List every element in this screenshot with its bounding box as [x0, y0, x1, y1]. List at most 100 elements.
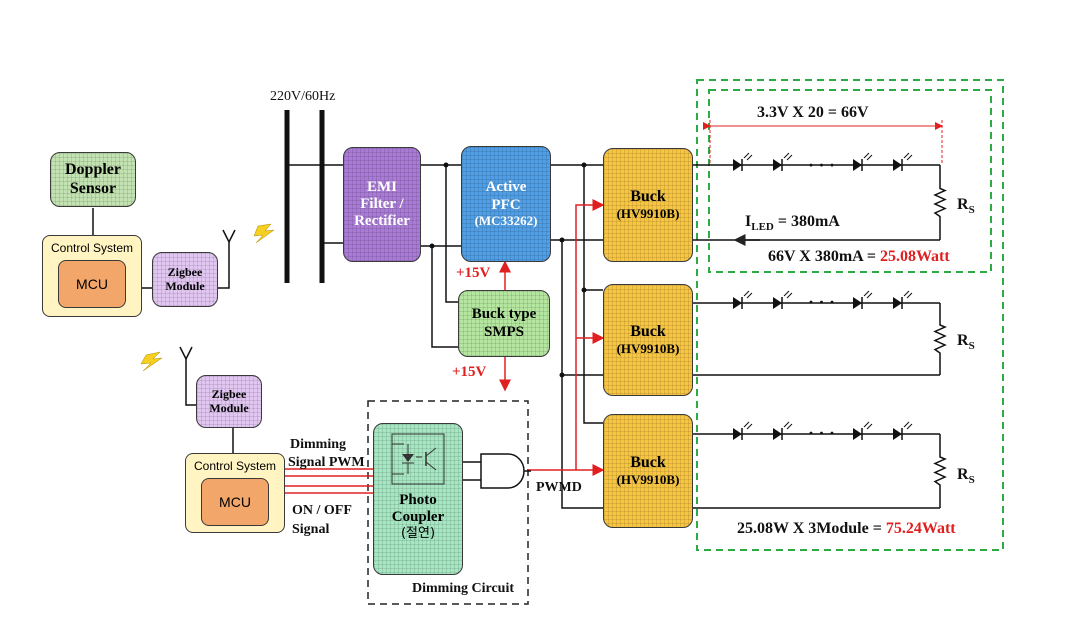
led-2-2-ray: [786, 292, 793, 299]
led-1-2-ray: [786, 154, 793, 161]
optocoupler-icon: [391, 433, 445, 485]
led-3-2: [773, 428, 782, 440]
led-2-4-ray: [906, 292, 913, 299]
led-3-1-ray: [743, 421, 750, 428]
led-1-4: [893, 159, 902, 171]
dimming-circuit-frame: [367, 400, 529, 605]
buck-smps-block: Buck type SMPS: [458, 290, 550, 357]
rail-15v-upper: +15V: [456, 265, 491, 281]
current-subscript: LED: [751, 221, 774, 234]
buck-converter-3: Buck (HV9910B): [603, 414, 693, 528]
led-3-1-ray: [746, 423, 753, 430]
zigbee-label: Zigbee Module: [209, 386, 249, 415]
smps-line1: Buck type: [471, 306, 537, 323]
led-3-1: [733, 428, 742, 440]
led-3-4: [893, 428, 902, 440]
emi-line3: Rectifier: [354, 213, 410, 230]
dimming-label: Dimming: [290, 437, 346, 452]
led-3-2-ray: [783, 421, 790, 428]
led-3-4-ray: [903, 421, 910, 428]
pwm-label: Signal PWM: [288, 455, 365, 470]
smps-line2: SMPS: [483, 323, 524, 340]
total-power-label: 25.08W X 3Module = 75.24Watt: [737, 520, 956, 538]
resistor-symbol: R: [957, 196, 969, 213]
led-1-3-ray: [866, 154, 873, 161]
mcu-label: MCU: [76, 275, 108, 292]
supply-label: 220V/60Hz: [270, 89, 336, 104]
resistor-label-2: RS: [957, 332, 975, 352]
zigbee-module-top: Zigbee Module: [152, 252, 218, 307]
led-2-3: [853, 297, 862, 309]
led-3-2-ray: [786, 423, 793, 430]
led-2-1: [733, 297, 742, 309]
doppler-sensor-block: Doppler Sensor: [50, 152, 136, 207]
led-1-1-ray: [743, 152, 750, 159]
led-2-4: [893, 297, 902, 309]
current-symbol: I: [745, 213, 752, 230]
wireless-bolt-bottom: [140, 351, 163, 372]
buck-part: (HV9910B): [616, 340, 680, 356]
led-section-frame: [696, 79, 1004, 551]
led-2-2-ray: [783, 290, 790, 297]
led-1-2: [773, 159, 782, 171]
doppler-label: Doppler Sensor: [65, 161, 121, 197]
resistor-label-3: RS: [957, 466, 975, 486]
photo-line1: Photo: [399, 492, 437, 508]
led-1-1-ray: [746, 154, 753, 161]
photo-line2: Coupler: [391, 509, 445, 526]
led-current-label: ILED = 380mA: [745, 213, 840, 233]
led-1-4-ray: [906, 154, 913, 161]
led-voltage-label: 3.3V X 20 = 66V: [757, 104, 869, 121]
led-ellipsis-2: · · ·: [808, 292, 836, 312]
led-2-3-ray: [866, 292, 873, 299]
buck-title: Buck: [630, 188, 666, 206]
resistor-subscript: S: [968, 204, 975, 217]
led-2-4-ray: [903, 290, 910, 297]
resistor-3: [933, 434, 947, 508]
onoff-label: ON / OFF: [292, 503, 352, 518]
mcu-label: MCU: [219, 493, 251, 510]
control-system-top: Control System MCU: [42, 235, 142, 317]
photo-coupler-block: Photo Coupler (절연): [373, 423, 463, 575]
resistor-1: [933, 165, 947, 240]
signal-label: Signal: [292, 522, 330, 537]
pfc-line1: Active: [485, 179, 527, 196]
pwmd-label: PWMD: [536, 480, 582, 495]
buck-title: Buck: [630, 323, 666, 341]
zigbee-module-bottom: Zigbee Module: [196, 375, 262, 428]
buck-part: (HV9910B): [616, 205, 680, 221]
led-3-3-ray: [866, 423, 873, 430]
buck-converter-2: Buck (HV9910B): [603, 284, 693, 396]
photo-line3: (절연): [400, 525, 436, 541]
led-3-4-ray: [906, 423, 913, 430]
led-power-label: 66V X 380mA = 25.08Watt: [768, 248, 950, 266]
emi-line2: Filter /: [360, 195, 404, 212]
resistor-symbol: R: [957, 466, 969, 483]
buck-part: (HV9910B): [616, 471, 680, 487]
led-1-1: [733, 159, 742, 171]
mcu-block: MCU: [58, 259, 126, 308]
power-value: 25.08Watt: [879, 248, 950, 265]
led-2-3-ray: [863, 290, 870, 297]
buck-title: Buck: [630, 454, 666, 472]
wireless-bolt-top: [253, 223, 275, 244]
led-1-2-ray: [783, 152, 790, 159]
led-2-2: [773, 297, 782, 309]
led-1-3-ray: [863, 152, 870, 159]
active-pfc-block: Active PFC (MC33262): [461, 146, 551, 262]
resistor-symbol: R: [957, 332, 969, 349]
total-value: 75.24Watt: [885, 520, 956, 537]
control-system-bottom: Control System MCU: [185, 453, 285, 533]
total-prefix: 25.08W X 3Module =: [737, 520, 886, 537]
resistor-2: [933, 303, 947, 375]
emi-line1: EMI: [367, 178, 397, 195]
led-1-4-ray: [903, 152, 910, 159]
led-module-frame: [708, 89, 992, 273]
power-prefix: 66V X 380mA =: [768, 248, 880, 265]
resistor-label-1: RS: [957, 196, 975, 216]
control-system-title: Control System: [193, 459, 277, 473]
led-2-1-ray: [743, 290, 750, 297]
emi-filter-block: EMI Filter / Rectifier: [343, 147, 421, 262]
current-value: = 380mA: [773, 213, 840, 230]
